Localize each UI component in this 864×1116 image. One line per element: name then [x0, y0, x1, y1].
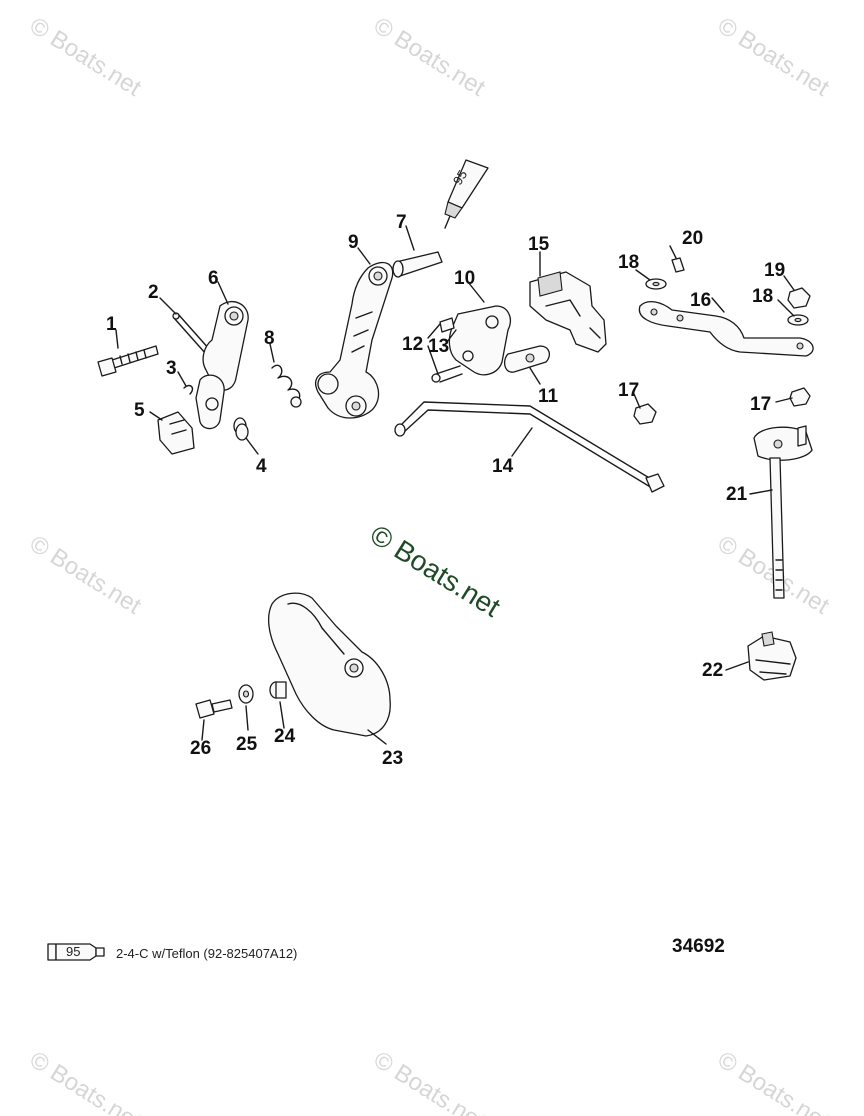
callout-17-right: 17	[750, 394, 771, 415]
legend-tube-icon: 95	[47, 943, 105, 961]
callout-22: 22	[702, 660, 723, 681]
callout-1: 1	[106, 314, 117, 335]
watermark-center: © Boats.net	[365, 519, 506, 623]
part-25-washer	[238, 684, 254, 704]
watermark-bottom-left: © Boats.net	[25, 1046, 146, 1116]
callout-2: 2	[148, 282, 159, 303]
callout-20: 20	[682, 228, 703, 249]
callout-14: 14	[492, 456, 514, 477]
part-11-plate	[503, 345, 551, 373]
part-24-spacer	[269, 681, 287, 699]
callout-8: 8	[264, 328, 275, 349]
callout-21: 21	[726, 484, 748, 505]
grease-tube-top: 95	[444, 159, 489, 229]
watermark-bottom-middle: © Boats.net	[369, 1046, 490, 1116]
callout-9: 9	[348, 232, 359, 253]
part-6-lever	[195, 301, 249, 430]
part-3-clip	[183, 384, 194, 395]
part-23-housing	[267, 592, 391, 737]
callout-26: 26	[190, 738, 211, 759]
callout-13: 13	[428, 336, 449, 357]
callout-5: 5	[134, 400, 145, 421]
diagram-number: 34692	[672, 936, 725, 957]
part-7-pin	[392, 251, 443, 278]
part-8-spring	[271, 364, 302, 408]
callout-4: 4	[256, 456, 267, 477]
part-18-washer-left	[645, 278, 667, 290]
watermark-top-right: © Boats.net	[713, 12, 834, 102]
part-18-washer-right	[787, 314, 809, 326]
part-26-bolt	[195, 699, 233, 719]
callout-10: 10	[454, 268, 475, 289]
part-15-cam	[529, 271, 607, 353]
callout-23: 23	[382, 748, 403, 769]
legend: 95 2-4-C w/Teflon (92-825407A12)	[47, 943, 297, 961]
callout-18-left: 18	[618, 252, 639, 273]
part-16-link	[638, 300, 814, 357]
callout-17-left: 17	[618, 380, 639, 401]
callout-7: 7	[396, 212, 407, 233]
watermark-mid-left: © Boats.net	[25, 530, 146, 620]
part-17-nut-right	[789, 387, 811, 407]
part-10-bracket	[431, 305, 511, 383]
part-1-bolt	[97, 345, 159, 377]
legend-description: 2-4-C w/Teflon (92-825407A12)	[116, 946, 297, 961]
callout-24: 24	[274, 726, 296, 747]
callout-19: 19	[764, 260, 785, 281]
part-9-bracket	[315, 261, 394, 419]
part-21-shift-shaft	[753, 425, 813, 599]
callout-11: 11	[538, 386, 559, 407]
part-2-link-rod	[172, 312, 211, 355]
part-20-screw	[671, 257, 685, 273]
part-4-bushing	[233, 417, 249, 441]
part-22-coupler	[747, 631, 797, 681]
callout-18-right: 18	[752, 286, 773, 307]
legend-tube-code: 95	[66, 944, 80, 959]
callout-6: 6	[208, 268, 219, 289]
grease-tube-top-code: 95	[450, 167, 470, 187]
part-19-nut	[787, 287, 811, 309]
callout-12: 12	[402, 334, 423, 355]
part-17-nut-left	[633, 403, 657, 425]
callout-3: 3	[166, 358, 177, 379]
callouts: 1 2 3 4 5 6 7 8 9 10 11 12 13 14 15 16 1…	[106, 212, 785, 769]
part-5-block	[157, 411, 195, 455]
watermark-top-middle: © Boats.net	[369, 12, 490, 102]
callout-15: 15	[528, 234, 550, 255]
watermark-top-left: © Boats.net	[25, 12, 146, 102]
part-14-shift-rod	[394, 401, 665, 493]
leader-lines	[115, 225, 795, 745]
callout-16: 16	[690, 290, 711, 311]
watermark-bottom-right: © Boats.net	[713, 1046, 834, 1116]
callout-25: 25	[236, 734, 258, 755]
